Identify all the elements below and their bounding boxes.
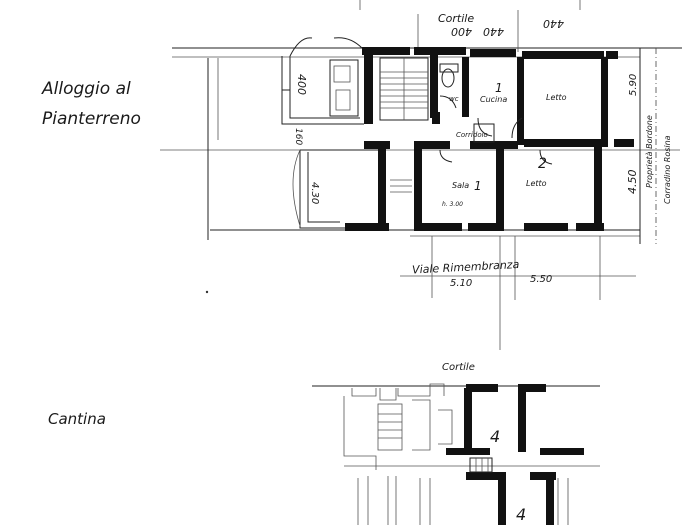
street-dim-2: 5.50 xyxy=(530,274,552,285)
cellar-plan: Cantina Cortile xyxy=(48,362,600,525)
ground-floor-dimensions: Cortile 400 440 440 400 160 4.30 5.90 4.… xyxy=(293,12,672,289)
courtyard-label-top: Cortile xyxy=(438,12,474,25)
ground-floor-title-line1: Alloggio al xyxy=(41,79,131,99)
cellar-title: Cantina xyxy=(48,410,106,428)
room-labels: wc 1 Cucina Letto Corridoio 1 Sala h. 3.… xyxy=(442,81,567,208)
fixtures xyxy=(439,63,553,165)
ground-floor-walls xyxy=(345,47,634,231)
cellar-walls xyxy=(446,384,584,525)
cellar-courtyard-label: Cortile xyxy=(442,362,475,373)
room-label-living: Sala xyxy=(452,181,469,190)
stair-core xyxy=(379,57,429,193)
dim-left-top: 400 xyxy=(295,74,308,95)
ink-mark xyxy=(205,290,209,294)
room-label-kitchen: Cucina xyxy=(480,95,507,104)
cellar-unit-number-bottom: 4 xyxy=(516,505,526,524)
cellar-outline xyxy=(312,383,600,525)
room-label-bedroom-top: Letto xyxy=(546,93,567,102)
cellar-unit-number-top: 4 xyxy=(490,427,500,446)
dim-top-3: 440 xyxy=(543,17,564,30)
room-label-corridor: Corridoio xyxy=(456,131,488,139)
dim-left-bottom: 4.30 xyxy=(309,182,320,204)
dim-right-bottom: 4.50 xyxy=(626,170,639,195)
cellar-stairs xyxy=(469,457,493,473)
street-dim-1: 5.10 xyxy=(450,278,472,289)
room-number-kitchen: 1 xyxy=(495,81,503,95)
dim-top-2: 440 xyxy=(483,25,504,38)
dim-left-mid: 160 xyxy=(293,128,303,145)
ground-floor-plan: Alloggio al Pianterreno xyxy=(41,0,682,350)
street-label: Viale Rimembranza xyxy=(412,258,520,277)
room-label-bedroom-bottom: Letto xyxy=(526,179,547,188)
ground-floor-title-line2: Pianterreno xyxy=(42,109,141,129)
room-number-bedroom-bottom: 2 xyxy=(538,156,547,172)
room-number-living: 1 xyxy=(474,179,482,193)
neighbour-line2: Corradino Rosina xyxy=(663,135,672,204)
dim-top-1: 400 xyxy=(451,25,472,38)
construction-lines xyxy=(160,0,682,350)
neighbour-wing xyxy=(281,37,378,229)
room-label-living-height: h. 3.00 xyxy=(442,201,463,208)
dim-right-top: 5.90 xyxy=(628,74,639,96)
room-label-wc: wc xyxy=(449,95,459,103)
neighbour-line1: Proprietà Bordone xyxy=(645,115,654,188)
